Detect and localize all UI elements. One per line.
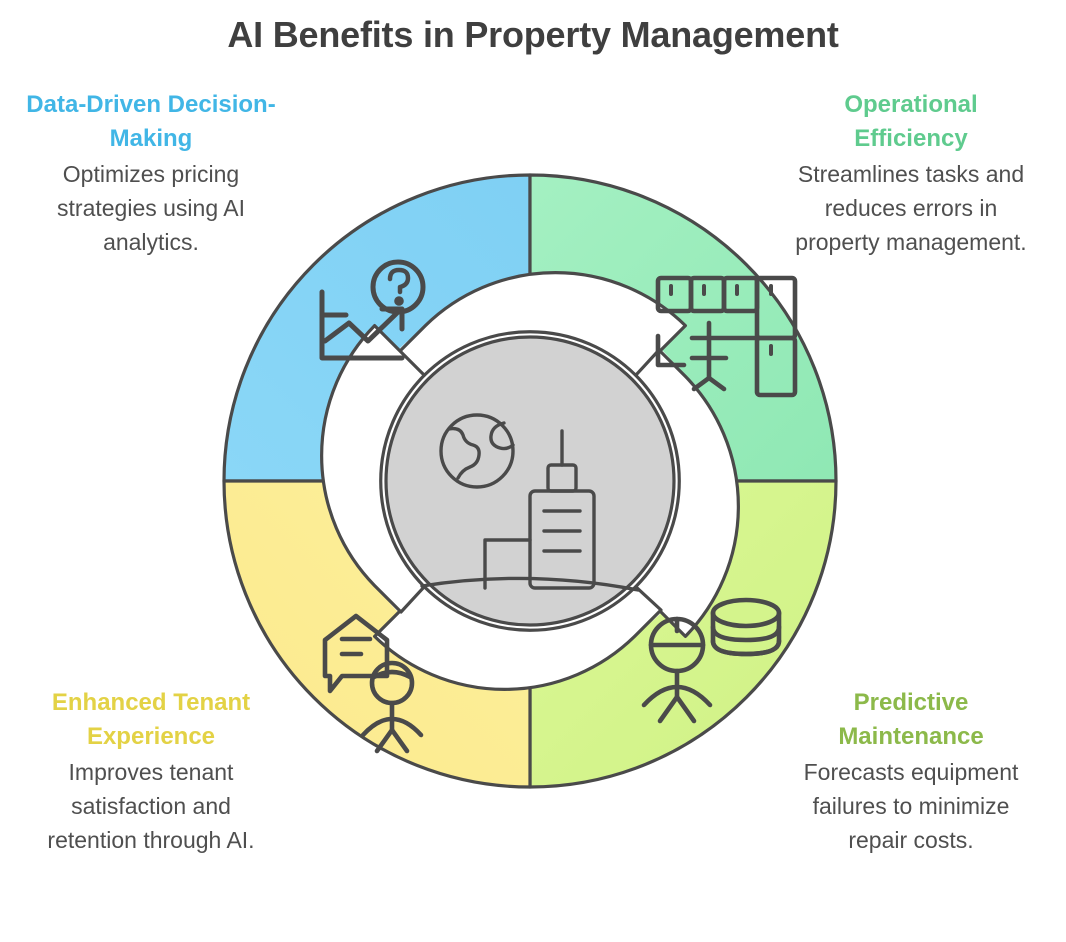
quadrant-title-data-driven-decision-making: Data-Driven Decision-Making	[26, 91, 276, 152]
quadrant-text-enhanced-tenant-experience: Enhanced Tenant Experience Improves tena…	[26, 686, 276, 857]
cycle-arrow-bottom	[373, 585, 663, 691]
quadrant-title-enhanced-tenant-experience: Enhanced Tenant Experience	[51, 689, 251, 750]
quadrant-text-operational-efficiency: Operational Efficiency Streamlines tasks…	[786, 88, 1036, 259]
benefits-cycle-wheel	[222, 173, 838, 789]
quadrant-text-predictive-maintenance: Predictive Maintenance Forecasts equipme…	[786, 686, 1036, 857]
center-hub[interactable]	[384, 335, 676, 627]
house-speech-bubble-with-person-icon	[322, 613, 424, 754]
cycle-arrow-right	[634, 348, 740, 638]
quadrant-title-operational-efficiency: Operational Efficiency	[844, 91, 978, 152]
quadrant-title-predictive-maintenance: Predictive Maintenance	[838, 689, 984, 750]
quadrant-description-predictive-maintenance: Forecasts equipment failures to minimize…	[803, 759, 1019, 853]
cycle-arrow-left	[320, 324, 426, 614]
line-chart-with-question-mark-icon	[319, 259, 426, 361]
quadrant-description-operational-efficiency: Streamlines tasks and reduces errors in …	[795, 161, 1027, 255]
cycle-arrow-top	[397, 271, 687, 377]
quadrant-description-data-driven-decision-making: Optimizes pricing strategies using AI an…	[57, 161, 245, 255]
office-desk-and-cabinets-icon	[655, 275, 798, 398]
quadrant-description-enhanced-tenant-experience: Improves tenant satisfaction and retenti…	[47, 759, 255, 853]
quadrant-text-data-driven-decision-making: Data-Driven Decision-Making Optimizes pr…	[26, 88, 276, 259]
worker-with-database-icon	[641, 597, 782, 724]
page-title: AI Benefits in Property Management	[227, 14, 839, 55]
globe-and-city-buildings-icon	[420, 413, 640, 592]
